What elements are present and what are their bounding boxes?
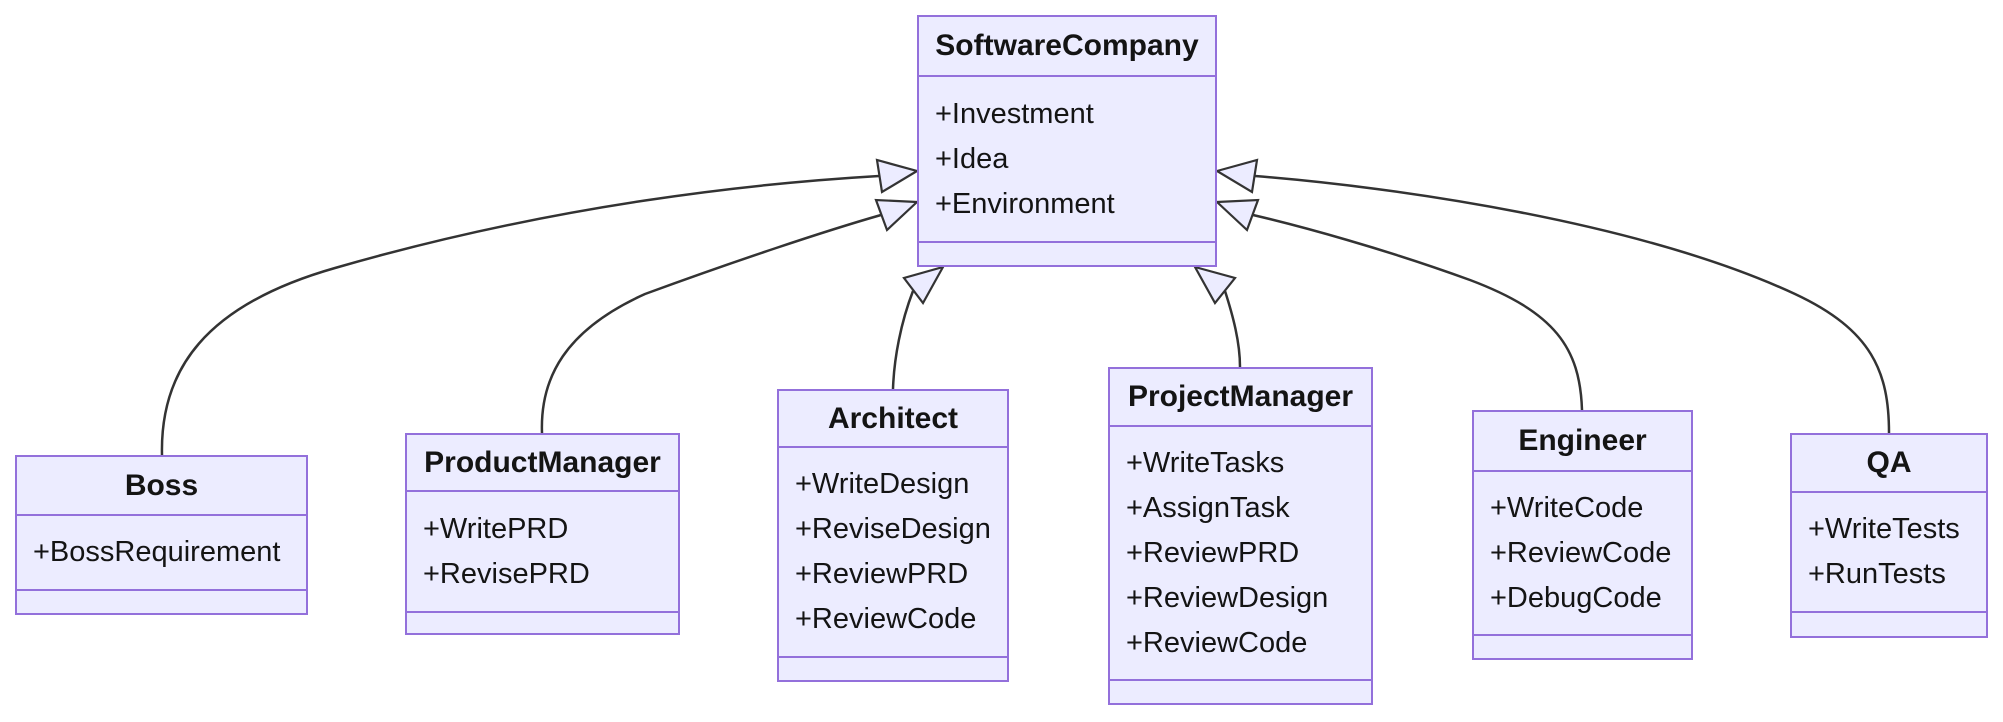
edge-architect-to-softwarecompany [891,290,915,390]
methods-compartment [407,613,678,633]
class-title: SoftwareCompany [919,17,1215,77]
inheritance-arrowhead-qa [1214,158,1259,194]
class-attribute: +ReviewPRD [795,558,969,590]
class-attribute: +Investment [935,97,1094,130]
class-attribute: +RunTests [1808,558,1946,590]
class-node-productmanager: ProductManager +WritePRD +RevisePRD [405,433,680,635]
methods-compartment [1110,681,1371,703]
class-attribute: +ReviewCode [1490,536,1672,569]
class-node-softwarecompany: SoftwareCompany +Investment +Idea +Environ… [917,15,1217,267]
edge-engineer-to-softwarecompany [1252,213,1584,411]
attributes-compartment: +WriteCode +ReviewCode +DebugCode [1474,472,1691,636]
attributes-compartment: +WriteTests +RunTests [1792,493,1986,613]
class-node-qa: QA +WriteTests +RunTests [1790,433,1988,638]
class-attribute: +WriteDesign [795,468,970,500]
class-attribute: +ReviewCode [795,603,977,635]
class-title: Architect [779,391,1007,448]
class-title: QA [1792,435,1986,493]
class-attribute: +ReviewPRD [1126,536,1300,569]
methods-compartment [779,658,1007,680]
class-attribute: +AssignTask [1126,491,1290,524]
inheritance-arrowhead-boss [875,158,920,194]
methods-compartment [17,591,306,613]
class-attribute: +Idea [935,142,1009,175]
inheritance-arrowhead-architect [902,265,946,306]
class-attribute: +ReviseDesign [795,513,991,545]
class-attribute: +ReviewDesign [1126,581,1329,614]
class-attribute: +WriteTasks [1126,446,1285,479]
attributes-compartment: +BossRequirement [17,516,306,591]
attributes-compartment: +WriteDesign +ReviseDesign +ReviewPRD +Revi… [779,448,1007,658]
class-attribute: +Environment [935,187,1115,220]
inheritance-arrowhead-engineer [1214,198,1260,232]
class-title: Engineer [1474,412,1691,472]
inheritance-arrowhead-projectmanager [1192,265,1237,305]
class-node-projectmanager: ProjectManager +WriteTasks +AssignTask +Re… [1108,367,1373,705]
class-node-architect: Architect +WriteDesign +ReviseDesign +Revi… [777,389,1009,682]
class-attribute: +ReviewCode [1126,626,1308,659]
class-attribute: +WriteCode [1490,491,1644,524]
class-attribute: +DebugCode [1490,581,1662,614]
class-node-engineer: Engineer +WriteCode +ReviewCode +DebugCode [1472,410,1693,660]
class-title: ProjectManager [1110,369,1371,427]
class-attribute: +BossRequirement [33,536,281,568]
methods-compartment [919,243,1215,265]
inheritance-arrowhead-productmanager [874,198,920,232]
class-attribute: +WriteTests [1808,513,1960,545]
class-node-boss: Boss +BossRequirement [15,455,308,615]
attributes-compartment: +WritePRD +RevisePRD [407,492,678,613]
edge-boss-to-softwarecompany [160,174,880,456]
class-attribute: +WritePRD [423,512,569,545]
edge-projectmanager-to-softwarecompany [1223,290,1242,368]
edge-qa-to-softwarecompany [1254,174,1891,434]
class-title: ProductManager [407,435,678,492]
attributes-compartment: +Investment +Idea +Environment [919,77,1215,243]
class-attribute: +RevisePRD [423,557,590,590]
methods-compartment [1792,613,1986,636]
edge-productmanager-to-softwarecompany [540,213,882,434]
attributes-compartment: +WriteTasks +AssignTask +ReviewPRD +ReviewD… [1110,427,1371,681]
methods-compartment [1474,636,1691,658]
class-title: Boss [17,457,306,516]
